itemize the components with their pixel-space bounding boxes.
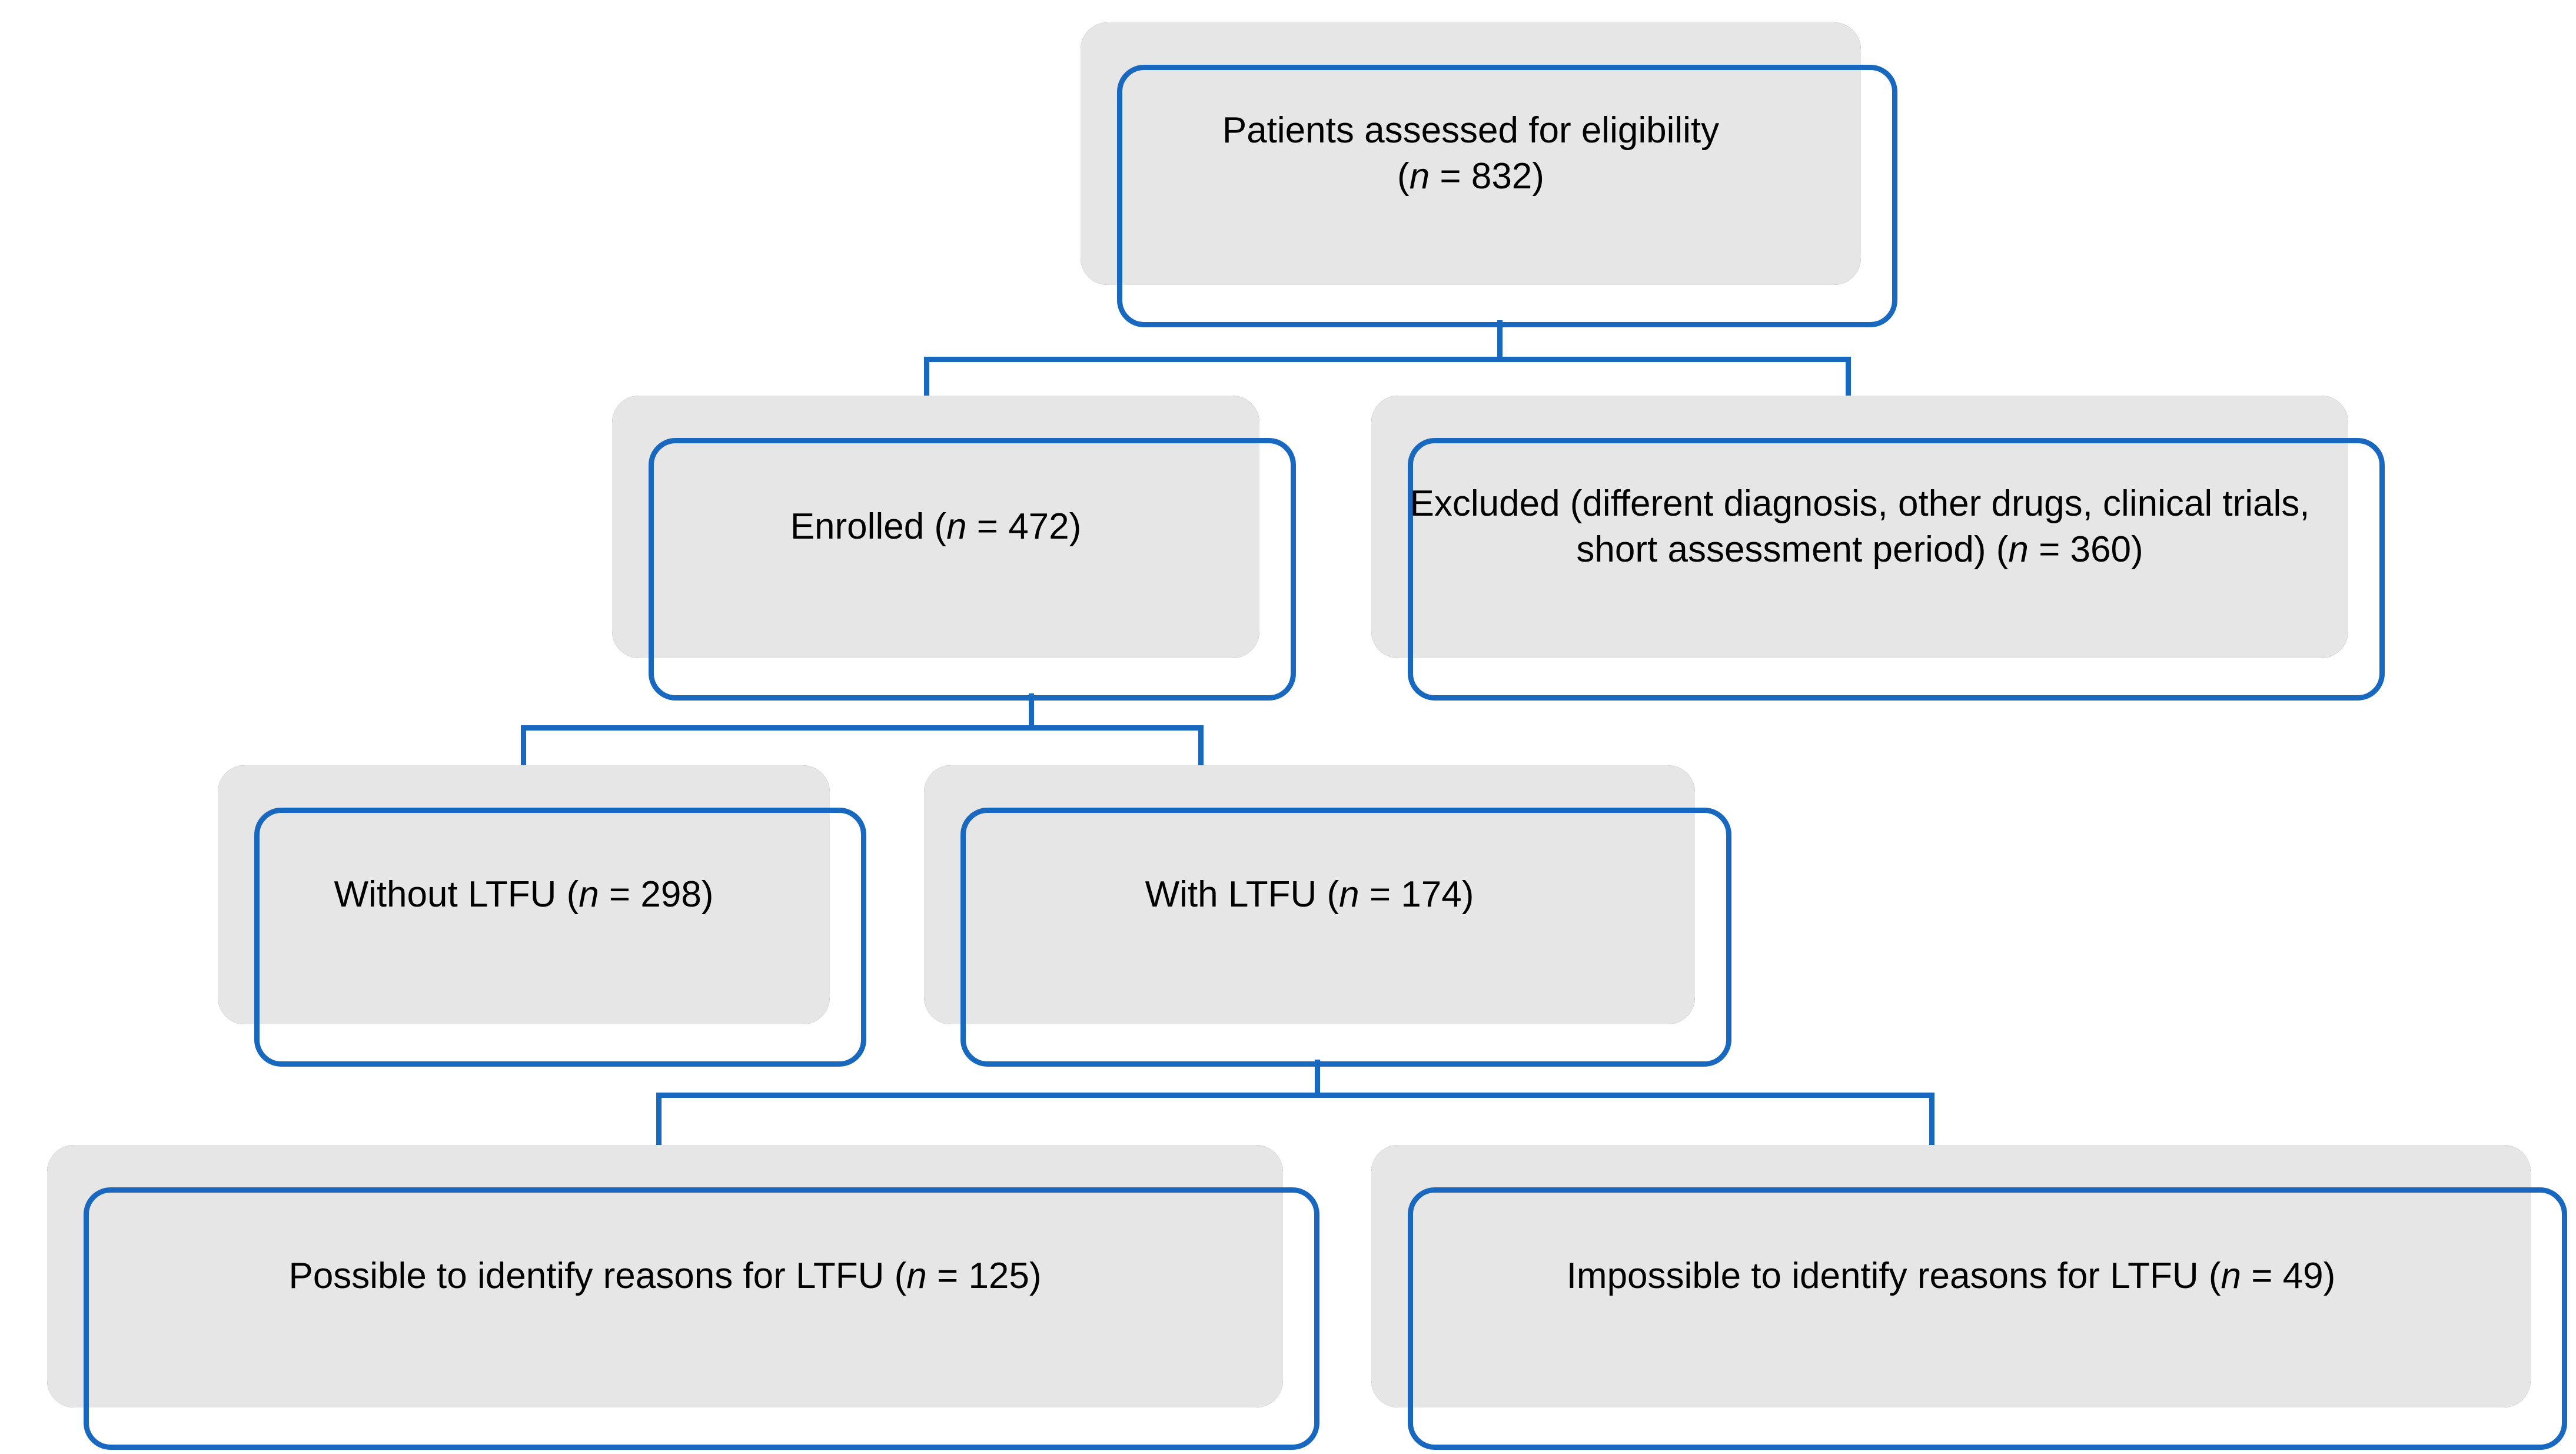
node-label: Without LTFU (n = 298) (218, 765, 830, 1024)
connector-enrolled-stem (1029, 693, 1034, 730)
node-label: With LTFU (n = 174) (924, 765, 1695, 1024)
node-label-line2-post: = 832) (1430, 156, 1544, 197)
node-label-post: = 174) (1359, 874, 1474, 915)
n-variable: n (1339, 874, 1360, 915)
connector-to-impossible (1929, 1093, 1935, 1175)
node-frame (649, 438, 1296, 701)
node-label-post: = 49) (2241, 1255, 2336, 1296)
node-possible-reasons[interactable]: Possible to identify reasons for LTFU (n… (47, 1145, 1319, 1450)
node-label: Enrolled (n = 472) (612, 396, 1259, 658)
node-frame (1408, 438, 2385, 701)
node-label: Possible to identify reasons for LTFU (n… (47, 1145, 1283, 1407)
n-variable: n (2008, 529, 2029, 570)
connector-enrolled-bus (521, 725, 1204, 731)
connector-to-possible (656, 1093, 662, 1175)
node-enrolled[interactable]: Enrolled (n = 472) (612, 396, 1296, 701)
node-with-ltfu[interactable]: With LTFU (n = 174) (924, 765, 1731, 1067)
node-without-ltfu[interactable]: Without LTFU (n = 298) (218, 765, 866, 1067)
node-label-post: = 125) (926, 1255, 1042, 1296)
node-frame (254, 808, 866, 1067)
connector-assessed-bus (924, 357, 1851, 362)
node-label-post: = 360) (2028, 529, 2143, 570)
node-frame (1117, 65, 1897, 327)
node-label-pre: Impossible to identify reasons for LTFU … (1566, 1255, 2221, 1296)
node-frame (960, 808, 1731, 1067)
node-impossible-reasons[interactable]: Impossible to identify reasons for LTFU … (1371, 1145, 2567, 1450)
n-variable: n (946, 506, 967, 547)
connector-assessed-stem (1497, 320, 1503, 361)
node-patients-assessed[interactable]: Patients assessed for eligibility (n = 83… (1081, 22, 1897, 327)
node-excluded[interactable]: Excluded (different diagnosis, other dru… (1371, 396, 2385, 701)
connector-with-ltfu-bus (656, 1093, 1935, 1098)
n-variable: n (906, 1255, 927, 1296)
node-label-pre: Excluded (different diagnosis, other dru… (1410, 483, 2310, 570)
node-frame (84, 1187, 1319, 1450)
node-label-pre: Possible to identify reasons for LTFU ( (288, 1255, 907, 1296)
connector-with-ltfu-stem (1315, 1060, 1320, 1096)
node-label-pre: Without LTFU ( (334, 874, 579, 915)
n-variable: n (579, 874, 599, 915)
node-label: Impossible to identify reasons for LTFU … (1371, 1145, 2531, 1407)
node-label-line2-pre: ( (1397, 156, 1410, 197)
node-label: Excluded (different diagnosis, other dru… (1371, 396, 2348, 658)
node-label-post: = 298) (599, 874, 714, 915)
node-label-line1: Patients assessed for eligibility (1222, 109, 1720, 151)
node-label-pre: Enrolled ( (790, 506, 947, 547)
node-label: Patients assessed for eligibility (n = 83… (1081, 22, 1861, 285)
n-variable: n (2221, 1255, 2242, 1296)
node-label-post: = 472) (966, 506, 1082, 547)
node-label-pre: With LTFU ( (1145, 874, 1339, 915)
n-variable: n (1409, 156, 1430, 197)
node-frame (1408, 1187, 2567, 1450)
